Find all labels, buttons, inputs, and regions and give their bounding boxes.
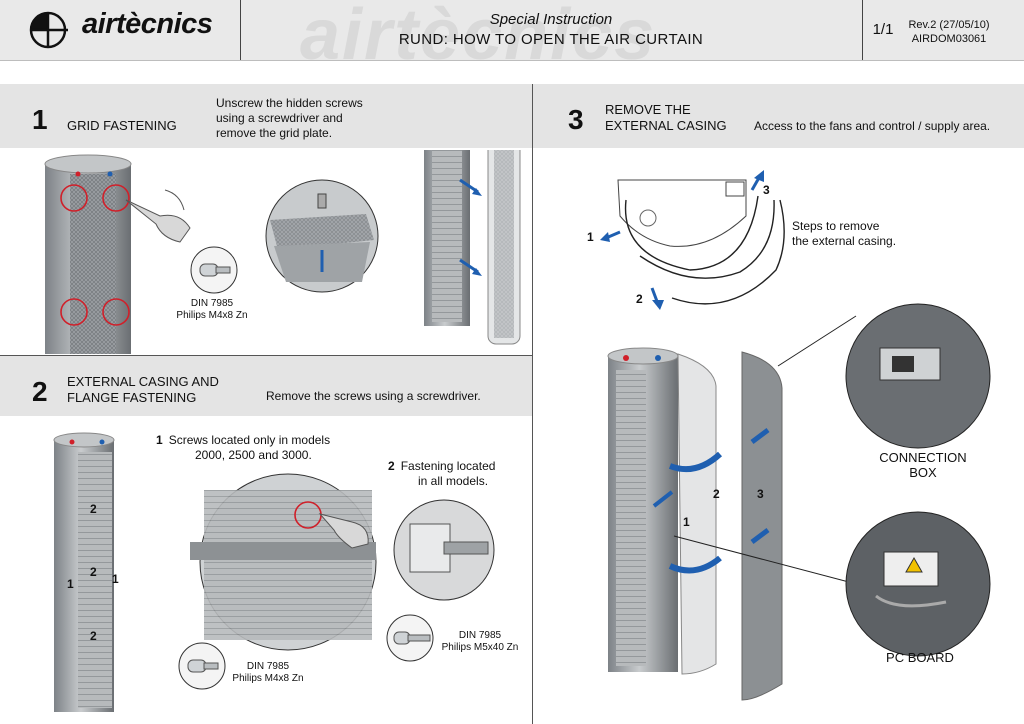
screw-name: DIN 7985 (190, 298, 234, 309)
section2-note2: 2 Fastening located in all models. (388, 459, 495, 489)
section2-screw-a-label: DIN 7985 Philips M4x8 Zn (226, 661, 310, 685)
screw-name: DIN 7985 (458, 630, 502, 641)
doc-title: RUND: HOW TO OPEN THE AIR CURTAIN (398, 31, 704, 48)
section3-illustration (607, 303, 991, 701)
label-line: CONNECTION (879, 450, 967, 465)
airtecnics-logo-icon (29, 11, 68, 49)
header-divider (862, 0, 863, 60)
casing-removal-diagram (600, 170, 785, 310)
pc-board-label: PC BOARD (886, 650, 954, 665)
title-line: FLANGE FASTENING (67, 390, 197, 405)
revision-info: Rev.2 (27/05/10) AIRDOM03061 (904, 18, 994, 46)
title-line: REMOVE THE (605, 102, 691, 117)
title-line: EXTERNAL CASING AND (67, 374, 219, 389)
section1-description: Unscrew the hidden screws using a screwd… (216, 96, 363, 141)
section2-number: 2 (32, 376, 48, 407)
screw-highlight (60, 298, 88, 326)
section3-description: Access to the fans and control / supply … (754, 119, 991, 133)
section2-note1: 1 Screws located only in models 2000, 250… (156, 433, 330, 463)
label-line: BOX (909, 465, 937, 480)
section-divider (0, 355, 532, 356)
screw-name: DIN 7985 (246, 661, 290, 672)
note-line: Screws located only in models (168, 433, 331, 447)
step-label: 1 (587, 230, 594, 244)
callout-label: 2 (90, 629, 97, 643)
screw-spec: Philips M4x8 Zn (232, 673, 304, 684)
desc-line: remove the grid plate. (216, 126, 333, 140)
step-label: 2 (636, 292, 643, 306)
section2-illustration (53, 432, 495, 712)
note-number: 1 (156, 433, 163, 447)
doc-type: Special Instruction (489, 11, 613, 28)
section3-title: REMOVE THE EXTERNAL CASING (605, 102, 727, 134)
casing-label: 2 (713, 487, 720, 501)
screw-highlight (102, 298, 130, 326)
brand-watermark: airtècnics (300, 0, 657, 75)
desc-line: Unscrew the hidden screws (216, 96, 363, 110)
casing-half (677, 353, 717, 675)
section1-number: 1 (32, 104, 48, 135)
screwdriver-hand (125, 199, 191, 243)
screw-spec: Philips M4x8 Zn (176, 310, 248, 321)
section2-description: Remove the screws using a screwdriver. (266, 389, 481, 403)
title-line: EXTERNAL CASING (605, 118, 727, 133)
screw-highlight (60, 184, 88, 212)
section2-title: EXTERNAL CASING AND FLANGE FASTENING (67, 374, 219, 406)
steps-line: Steps to remove (792, 219, 880, 233)
connection-box-label: CONNECTION BOX (870, 450, 976, 480)
section1-title: GRID FASTENING (67, 118, 177, 133)
section2-screw-b-label: DIN 7985 Philips M5x40 Zn (438, 630, 522, 654)
callout-label: 1 (112, 572, 119, 586)
screw-highlight (102, 184, 130, 212)
casing-half (741, 351, 783, 701)
callout-label: 2 (90, 502, 97, 516)
section1-band (0, 84, 532, 148)
brand-name: airtècnics (82, 8, 213, 40)
note-line: 2000, 2500 and 3000. (195, 448, 312, 462)
steps-line: the external casing. (792, 234, 897, 248)
section3-number: 3 (568, 104, 584, 135)
casing-label: 3 (757, 487, 764, 501)
steps-description: Steps to remove the external casing. (792, 219, 896, 249)
section2-band (0, 356, 532, 416)
revision: Rev.2 (27/05/10) (908, 19, 990, 31)
doc-code: AIRDOM03061 (911, 33, 987, 45)
section1-screw-label: DIN 7985 Philips M4x8 Zn (170, 298, 254, 322)
column-divider (532, 84, 533, 724)
note-number: 2 (388, 459, 395, 473)
document-header: airtècnics airtècnics Special Instructio… (0, 0, 1024, 75)
page-number: 1/1 (872, 21, 894, 38)
section1-illustration (44, 150, 521, 354)
section3-band (533, 84, 1024, 148)
callout-label: 2 (90, 565, 97, 579)
screwdriver-hand (318, 513, 369, 549)
screw-spec: Philips M5x40 Zn (441, 642, 519, 653)
callout-label: 1 (67, 577, 74, 591)
casing-label: 1 (683, 515, 690, 529)
desc-line: using a screwdriver and (216, 111, 343, 125)
note-line: in all models. (418, 474, 489, 488)
note-line: Fastening located (400, 459, 496, 473)
header-divider (240, 0, 241, 60)
step-label: 3 (763, 183, 770, 197)
